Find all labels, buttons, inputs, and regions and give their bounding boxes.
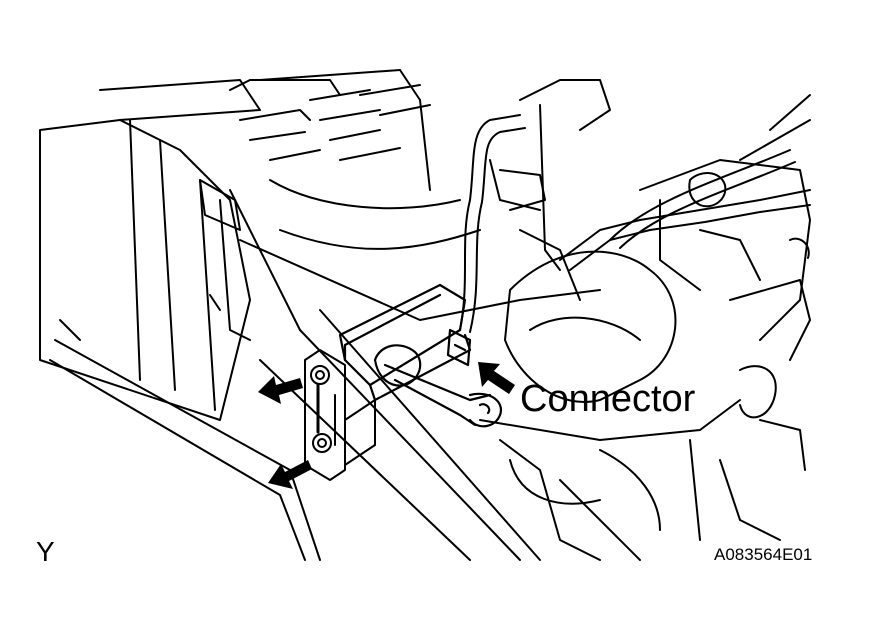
view-letter: Y bbox=[36, 536, 55, 567]
right-housing bbox=[639, 94, 811, 471]
sensor-assembly bbox=[338, 283, 503, 428]
wire-harness bbox=[459, 79, 811, 333]
arrow-icon bbox=[478, 362, 515, 394]
figure-code: A083564E01 bbox=[714, 545, 813, 564]
screw-top bbox=[310, 365, 330, 385]
air-duct bbox=[229, 179, 601, 561]
heater-housing bbox=[39, 79, 321, 561]
screw-bottom bbox=[312, 433, 332, 453]
arrow-icon bbox=[268, 460, 312, 489]
vent-grill bbox=[229, 69, 431, 191]
motor-body bbox=[479, 250, 781, 561]
connector-label: Connector bbox=[520, 378, 696, 420]
arrow-icon bbox=[258, 376, 303, 404]
